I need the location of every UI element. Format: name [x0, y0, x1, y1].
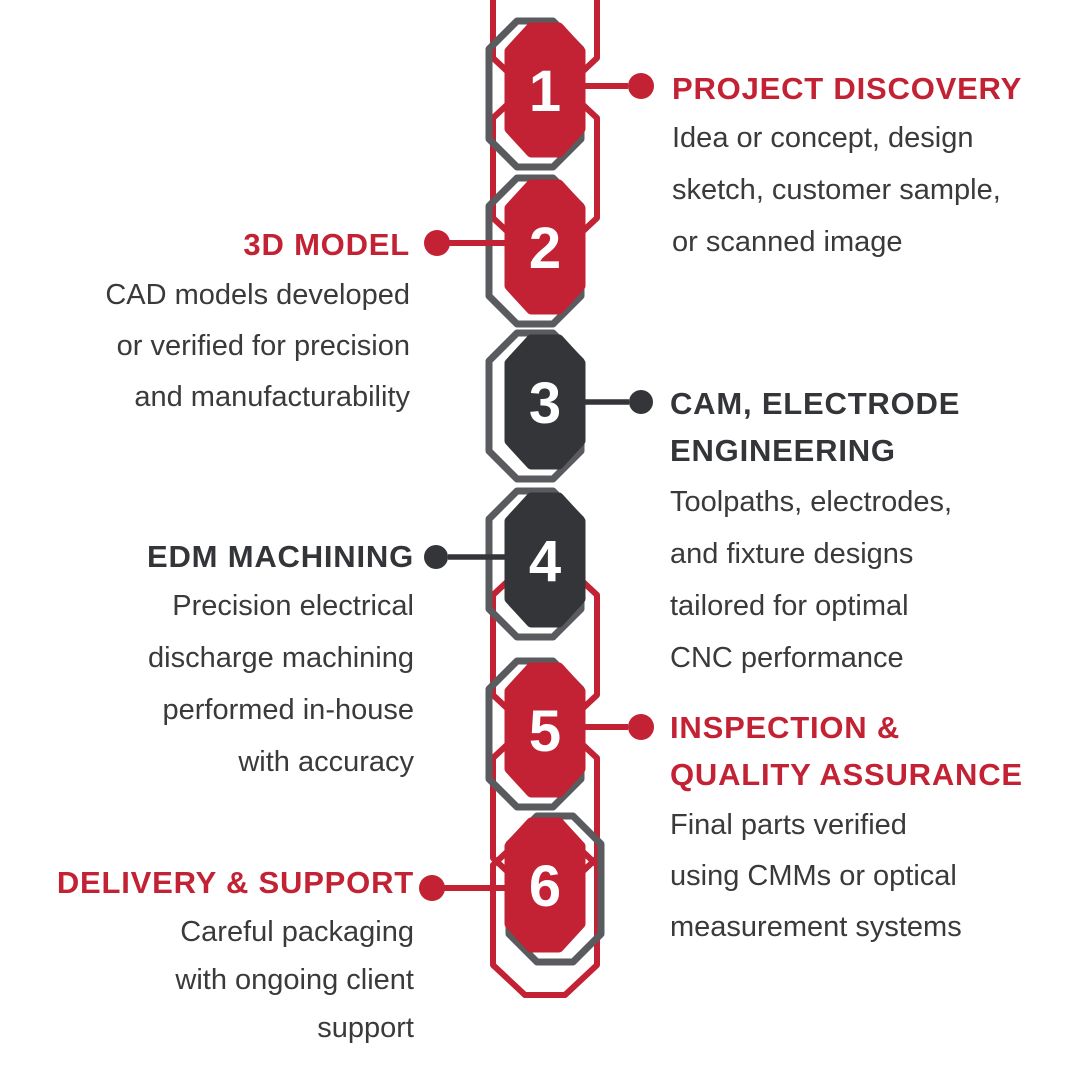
step-badge-3: 3 [509, 339, 581, 465]
step-body-line: Final parts verified [670, 809, 907, 841]
connector-step-4 [424, 545, 507, 569]
step-body-6: Careful packaging with ongoing client su… [4, 908, 414, 1052]
step-body-line: Idea or concept, design [672, 122, 974, 154]
step-badge-4: 4 [509, 497, 581, 623]
connector-dot-2 [424, 230, 450, 256]
step-badge-2: 2 [509, 184, 581, 310]
connector-dot-4 [424, 545, 448, 569]
connector-step-5 [585, 714, 654, 740]
step-body-5: Final parts verified using CMMs or optic… [670, 800, 1080, 953]
step-badges: 1 2 3 4 5 6 [509, 27, 581, 948]
step-body-line: with accuracy [238, 746, 414, 778]
step-body-3: Toolpaths, electrodes, and fixture desig… [670, 476, 1080, 684]
step-body-line: Toolpaths, electrodes, [670, 486, 953, 518]
step-heading-line: INSPECTION & [670, 710, 901, 745]
step-number-6: 6 [529, 854, 561, 919]
step-text-1: PROJECT DISCOVERY Idea or concept, desig… [672, 70, 1080, 268]
step-body-line: with ongoing client [175, 964, 414, 996]
step-body-line: performed in-house [162, 694, 414, 726]
step-connectors [419, 73, 654, 901]
step-number-1: 1 [529, 59, 561, 124]
step-body-line: or verified for precision [116, 330, 410, 362]
step-heading-4: EDM MACHINING [147, 539, 414, 574]
step-body-line: Precision electrical [172, 590, 414, 622]
step-badge-1: 1 [509, 27, 581, 153]
step-text-6: DELIVERY & SUPPORT Careful packaging wit… [4, 864, 414, 1052]
step-body-line: CAD models developed [105, 279, 410, 311]
connector-step-6 [419, 875, 507, 901]
step-heading-line: CAM, ELECTRODE [670, 386, 961, 421]
step-body-line: CNC performance [670, 642, 904, 674]
connector-dot-1 [628, 73, 654, 99]
step-body-line: or scanned image [672, 226, 903, 258]
step-text-3: CAM, ELECTRODE ENGINEERING Toolpaths, el… [670, 380, 1080, 684]
step-body-line: using CMMs or optical [670, 860, 957, 892]
step-number-5: 5 [529, 699, 561, 764]
step-body-1: Idea or concept, design sketch, customer… [672, 112, 1080, 268]
step-body-line: tailored for optimal [670, 590, 909, 622]
step-body-line: measurement systems [670, 911, 962, 943]
step-badge-6: 6 [509, 822, 581, 948]
step-body-line: support [317, 1012, 414, 1044]
step-heading-line: ENGINEERING [670, 433, 896, 468]
step-badge-5: 5 [509, 667, 581, 793]
step-heading-5: INSPECTION & QUALITY ASSURANCE [670, 704, 1080, 798]
step-body-line: discharge machining [148, 642, 414, 674]
step-heading-3: CAM, ELECTRODE ENGINEERING [670, 380, 1080, 474]
step-heading-2: 3D MODEL [243, 227, 410, 262]
step-text-4: EDM MACHINING Precision electrical disch… [4, 538, 414, 788]
step-text-2: 3D MODEL CAD models developed or verifie… [0, 226, 410, 423]
step-body-line: sketch, customer sample, [672, 174, 1001, 206]
connector-dot-6 [419, 875, 445, 901]
step-body-2: CAD models developed or verified for pre… [0, 270, 410, 423]
connector-step-1 [585, 73, 654, 99]
connector-step-3 [585, 390, 653, 414]
step-heading-line: QUALITY ASSURANCE [670, 757, 1023, 792]
step-body-line: and manufacturability [134, 381, 410, 413]
step-number-4: 4 [529, 529, 561, 594]
step-heading-6: DELIVERY & SUPPORT [56, 865, 414, 900]
step-body-line: Careful packaging [180, 916, 414, 948]
step-heading-1: PROJECT DISCOVERY [672, 71, 1023, 106]
step-body-4: Precision electrical discharge machining… [4, 580, 414, 788]
step-number-2: 2 [529, 216, 561, 281]
step-body-line: and fixture designs [670, 538, 914, 570]
connector-dot-5 [628, 714, 654, 740]
connector-step-2 [424, 230, 507, 256]
step-text-5: INSPECTION & QUALITY ASSURANCE Final par… [670, 704, 1080, 953]
step-number-3: 3 [529, 371, 561, 436]
connector-dot-3 [629, 390, 653, 414]
